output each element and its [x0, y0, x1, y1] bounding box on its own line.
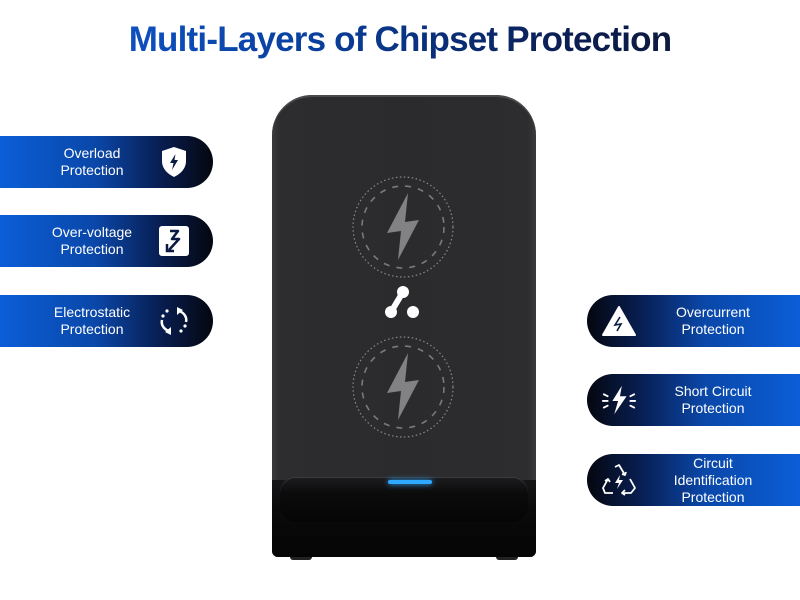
warning-bolt-icon [601, 303, 637, 339]
charger-foot [290, 557, 312, 560]
feature-label: Electrostatic Protection [36, 304, 148, 338]
charging-coil-icon [351, 335, 455, 439]
feature-label: Overcurrent Protection [643, 304, 783, 338]
feature-label-line: Protection [60, 162, 124, 178]
feature-label-line: Overcurrent [676, 304, 750, 320]
feature-label-line: Overload [63, 145, 121, 161]
feature-label: Short Circuit Protection [643, 383, 783, 417]
spark-bolt-icon [601, 382, 637, 418]
static-cycle-icon [156, 303, 192, 339]
feature-label-line: Protection [681, 488, 745, 505]
feature-label-line: Protection [681, 400, 745, 416]
charging-coil-icon [351, 175, 455, 279]
voltage-arrow-icon [156, 223, 192, 259]
led-indicator [388, 480, 432, 484]
feature-overcurrent-protection: Overcurrent Protection [587, 295, 800, 347]
feature-over-voltage-protection: Over-voltage Protection [0, 215, 213, 267]
phone-cradle [280, 478, 528, 522]
wireless-charging-stand [272, 95, 536, 560]
feature-label-line: Circuit [693, 454, 733, 471]
feature-label: Overload Protection [36, 145, 148, 179]
feature-overload-protection: Overload Protection [0, 136, 213, 188]
page-title: Multi-Layers of Chipset Protection [0, 20, 800, 60]
charger-foot [496, 557, 518, 560]
feature-electrostatic-protection: Electrostatic Protection [0, 295, 213, 347]
feature-label: Circuit Identification Protection [643, 455, 783, 506]
feature-short-circuit-protection: Short Circuit Protection [587, 374, 800, 426]
feature-label-line: Identification [673, 471, 753, 488]
shield-bolt-icon [156, 144, 192, 180]
feature-label-line: Short Circuit [674, 383, 752, 399]
feature-label: Over-voltage Protection [36, 224, 148, 258]
charger-base [272, 478, 536, 557]
feature-label-line: Protection [60, 241, 124, 257]
feature-label-line: Protection [60, 321, 124, 337]
brand-logo-icon [381, 285, 425, 319]
feature-label-line: Over-voltage [51, 224, 133, 240]
feature-label-line: Protection [681, 321, 745, 337]
feature-circuit-identification-protection: Circuit Identification Protection [587, 454, 800, 506]
feature-label-line: Electrostatic [53, 304, 131, 320]
recycle-bolt-icon [601, 462, 637, 498]
